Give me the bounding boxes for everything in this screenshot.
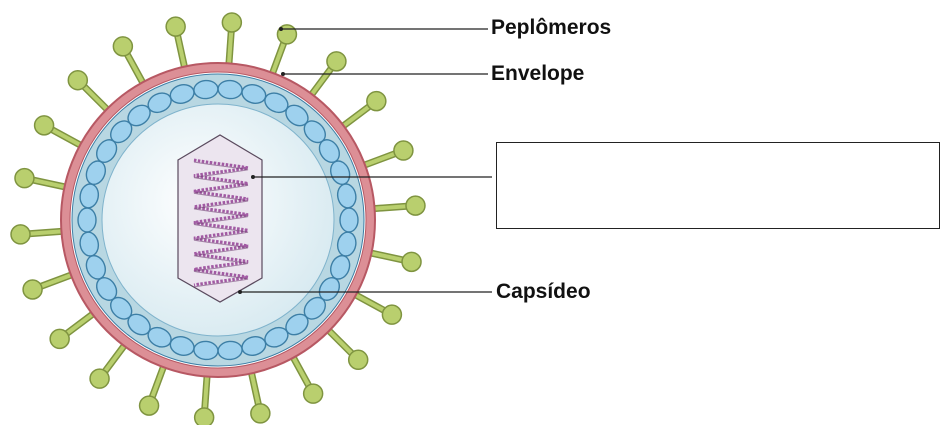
peplomer-head <box>349 350 368 369</box>
peplomer-head <box>23 280 42 299</box>
peplomer-head <box>15 169 34 188</box>
peplomer-head <box>394 141 413 160</box>
peplomer-head <box>304 384 323 403</box>
capsomere <box>78 208 96 232</box>
peplomer-head <box>166 17 185 36</box>
peplomer-head <box>382 305 401 324</box>
peplomer-head <box>367 92 386 111</box>
label-peplomeros: Peplômeros <box>491 17 611 38</box>
pointer-dot <box>238 290 242 294</box>
peplomer-head <box>68 71 87 90</box>
peplomer-head <box>402 252 421 271</box>
peplomer-head <box>35 116 54 135</box>
label-capsideo: Capsídeo <box>496 281 591 302</box>
pointer-dot <box>281 72 285 76</box>
peplomer-head <box>90 369 109 388</box>
peplomer-head <box>113 37 132 56</box>
peplomer-head <box>11 225 30 244</box>
peplomer-head <box>406 196 425 215</box>
pointer-dot <box>279 27 283 31</box>
peplomer-head <box>50 329 69 348</box>
peplomer-head <box>251 404 270 423</box>
capsomere <box>340 208 358 232</box>
label-envelope: Envelope <box>491 63 584 84</box>
answer-box[interactable] <box>496 142 940 229</box>
peplomer-head <box>222 13 241 32</box>
peplomer-head <box>195 408 214 425</box>
peplomer-head <box>140 396 159 415</box>
pointer-dot <box>251 175 255 179</box>
peplomer-head <box>327 52 346 71</box>
